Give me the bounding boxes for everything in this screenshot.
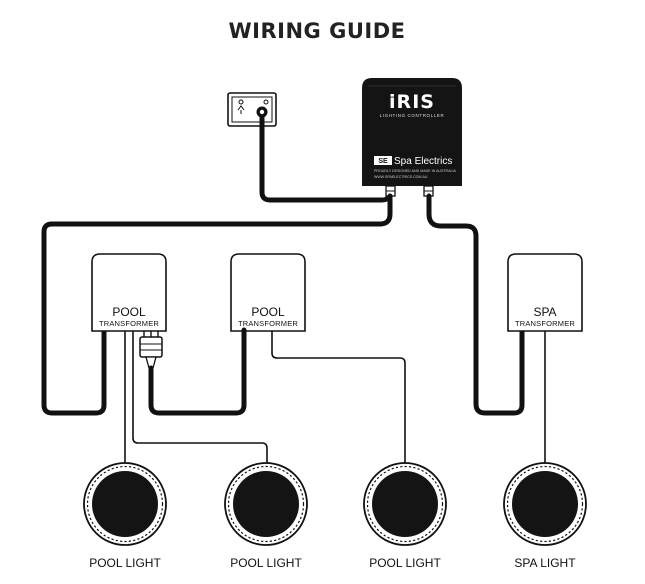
light-label: POOL LIGHT bbox=[89, 556, 161, 570]
controller-fine-print: PROUDLY DESIGNED AND MADE IN AUSTRALIA bbox=[374, 169, 457, 173]
pool-transformer-1: POOL TRANSFORMER bbox=[91, 253, 167, 332]
transformer-name: POOL bbox=[112, 305, 146, 319]
controller-maker: Spa Electrics bbox=[394, 156, 452, 167]
maker-logo-text: SE bbox=[378, 158, 388, 165]
pool-light-2: POOL LIGHT bbox=[224, 462, 308, 570]
transformer-type: TRANSFORMER bbox=[99, 319, 159, 328]
transformer-link-cable bbox=[148, 327, 247, 416]
pool-output-cable bbox=[41, 193, 393, 416]
transformer-name: POOL bbox=[251, 305, 285, 319]
power-outlet bbox=[227, 92, 277, 127]
controller-website: WWW.SPAELECTRICS.COM.AU bbox=[374, 175, 428, 179]
light-label: SPA LIGHT bbox=[514, 556, 576, 570]
light-label: POOL LIGHT bbox=[230, 556, 302, 570]
light-cable-2 bbox=[132, 331, 268, 463]
light-cable-3 bbox=[271, 331, 406, 463]
spa-transformer: SPA TRANSFORMER bbox=[507, 253, 583, 332]
controller-brand: iRIS bbox=[389, 91, 435, 113]
pool-light-3: POOL LIGHT bbox=[363, 462, 447, 570]
piggyback-plug bbox=[139, 331, 163, 369]
spa-light: SPA LIGHT bbox=[503, 462, 587, 570]
pool-light-1: POOL LIGHT bbox=[83, 462, 167, 570]
pool-transformer-2: POOL TRANSFORMER bbox=[230, 253, 306, 332]
transformer-type: TRANSFORMER bbox=[238, 319, 298, 328]
transformer-type: TRANSFORMER bbox=[515, 319, 576, 328]
iris-controller: iRIS LIGHTING CONTROLLER SE Spa Electric… bbox=[362, 78, 462, 186]
spa-output-cable bbox=[426, 193, 525, 416]
maker-logo bbox=[374, 156, 392, 165]
light-label: POOL LIGHT bbox=[369, 556, 441, 570]
controller-subtitle: LIGHTING CONTROLLER bbox=[380, 113, 445, 118]
page-title: WIRING GUIDE bbox=[229, 19, 406, 43]
controller-glands bbox=[385, 185, 434, 197]
transformer-name: SPA bbox=[533, 305, 556, 319]
